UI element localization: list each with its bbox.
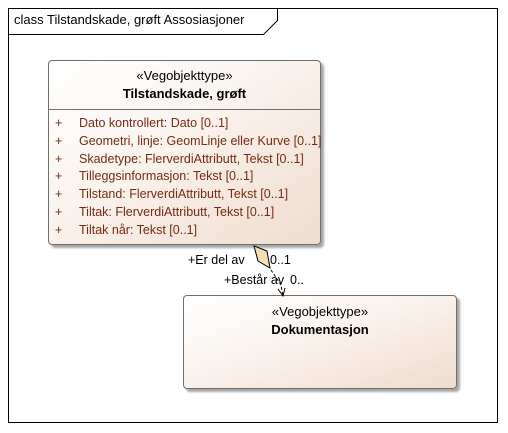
attribute-text: Dato kontrollert: Dato [0..1] — [79, 116, 229, 130]
visibility-marker: + — [55, 151, 63, 166]
navigability-arrow-icon — [277, 287, 286, 298]
frame-title: class Tilstandskade, grøft Assosiasjoner — [14, 12, 245, 27]
attribute-text: Tiltak: FlerverdiAttributt, Tekst [0..1] — [79, 204, 275, 219]
attribute-text: Skadetype: FlerverdiAttributt, Tekst [0.… — [79, 151, 304, 166]
source-multiplicity-label: 0..1 — [270, 253, 291, 267]
visibility-marker: + — [55, 169, 63, 184]
association-line[interactable] — [270, 269, 284, 297]
class-name: Tilstandskade, grøft — [122, 86, 247, 101]
attribute-item[interactable]: + Dato kontrollert: Dato [0..1] — [49, 115, 320, 133]
visibility-marker: + — [55, 116, 63, 130]
attribute-text: Tilleggsinformasjon: Tekst [0..1] — [79, 169, 254, 184]
attribute-item[interactable]: + Skadetype: FlerverdiAttributt, Tekst [0… — [49, 151, 320, 169]
class-name: Dokumentasjon — [271, 322, 369, 337]
target-multiplicity-label: 0.. — [290, 273, 304, 287]
visibility-marker: + — [55, 222, 63, 237]
source-role-label: +Er del av — [188, 253, 245, 267]
visibility-marker: + — [55, 187, 63, 202]
attribute-text: Tiltak når: Tekst [0..1] — [79, 222, 198, 237]
class-dokumentasjon[interactable]: «Vegobjekttype» Dokumentasjon — [183, 295, 457, 389]
target-role-label: +Består av — [224, 273, 285, 287]
attribute-text: Tilstand: FlerverdiAttributt, Tekst [0..… — [79, 187, 289, 202]
visibility-marker: + — [55, 204, 63, 219]
attribute-item[interactable]: + Tilleggsinformasjon: Tekst [0..1] — [49, 168, 320, 186]
visibility-marker: + — [55, 133, 63, 148]
attribute-item[interactable]: + Tiltak når: Tekst [0..1] — [49, 222, 320, 240]
class-tilstandskade-grøft[interactable]: «Vegobjekttype» Tilstandskade, grøft + Da… — [48, 60, 321, 245]
compartment-divider — [49, 109, 320, 110]
frame-title-tab — [8, 8, 278, 35]
attribute-item[interactable]: + Geometri, linje: GeomLinje eller Kurve … — [49, 133, 322, 151]
attribute-item[interactable]: + Tilstand: FlerverdiAttributt, Tekst [0.… — [49, 186, 320, 204]
class-stereotype: «Vegobjekttype» — [136, 68, 233, 83]
attribute-text: Geometri, linje: GeomLinje eller Kurve [… — [79, 133, 322, 148]
aggregation-diamond-icon — [253, 245, 271, 269]
class-stereotype: «Vegobjekttype» — [271, 304, 369, 319]
attribute-list: + Dato kontrollert: Dato [0..1] + Geometri… — [49, 115, 322, 240]
attribute-item[interactable]: + Tiltak: FlerverdiAttributt, Tekst [0..1… — [49, 204, 320, 222]
